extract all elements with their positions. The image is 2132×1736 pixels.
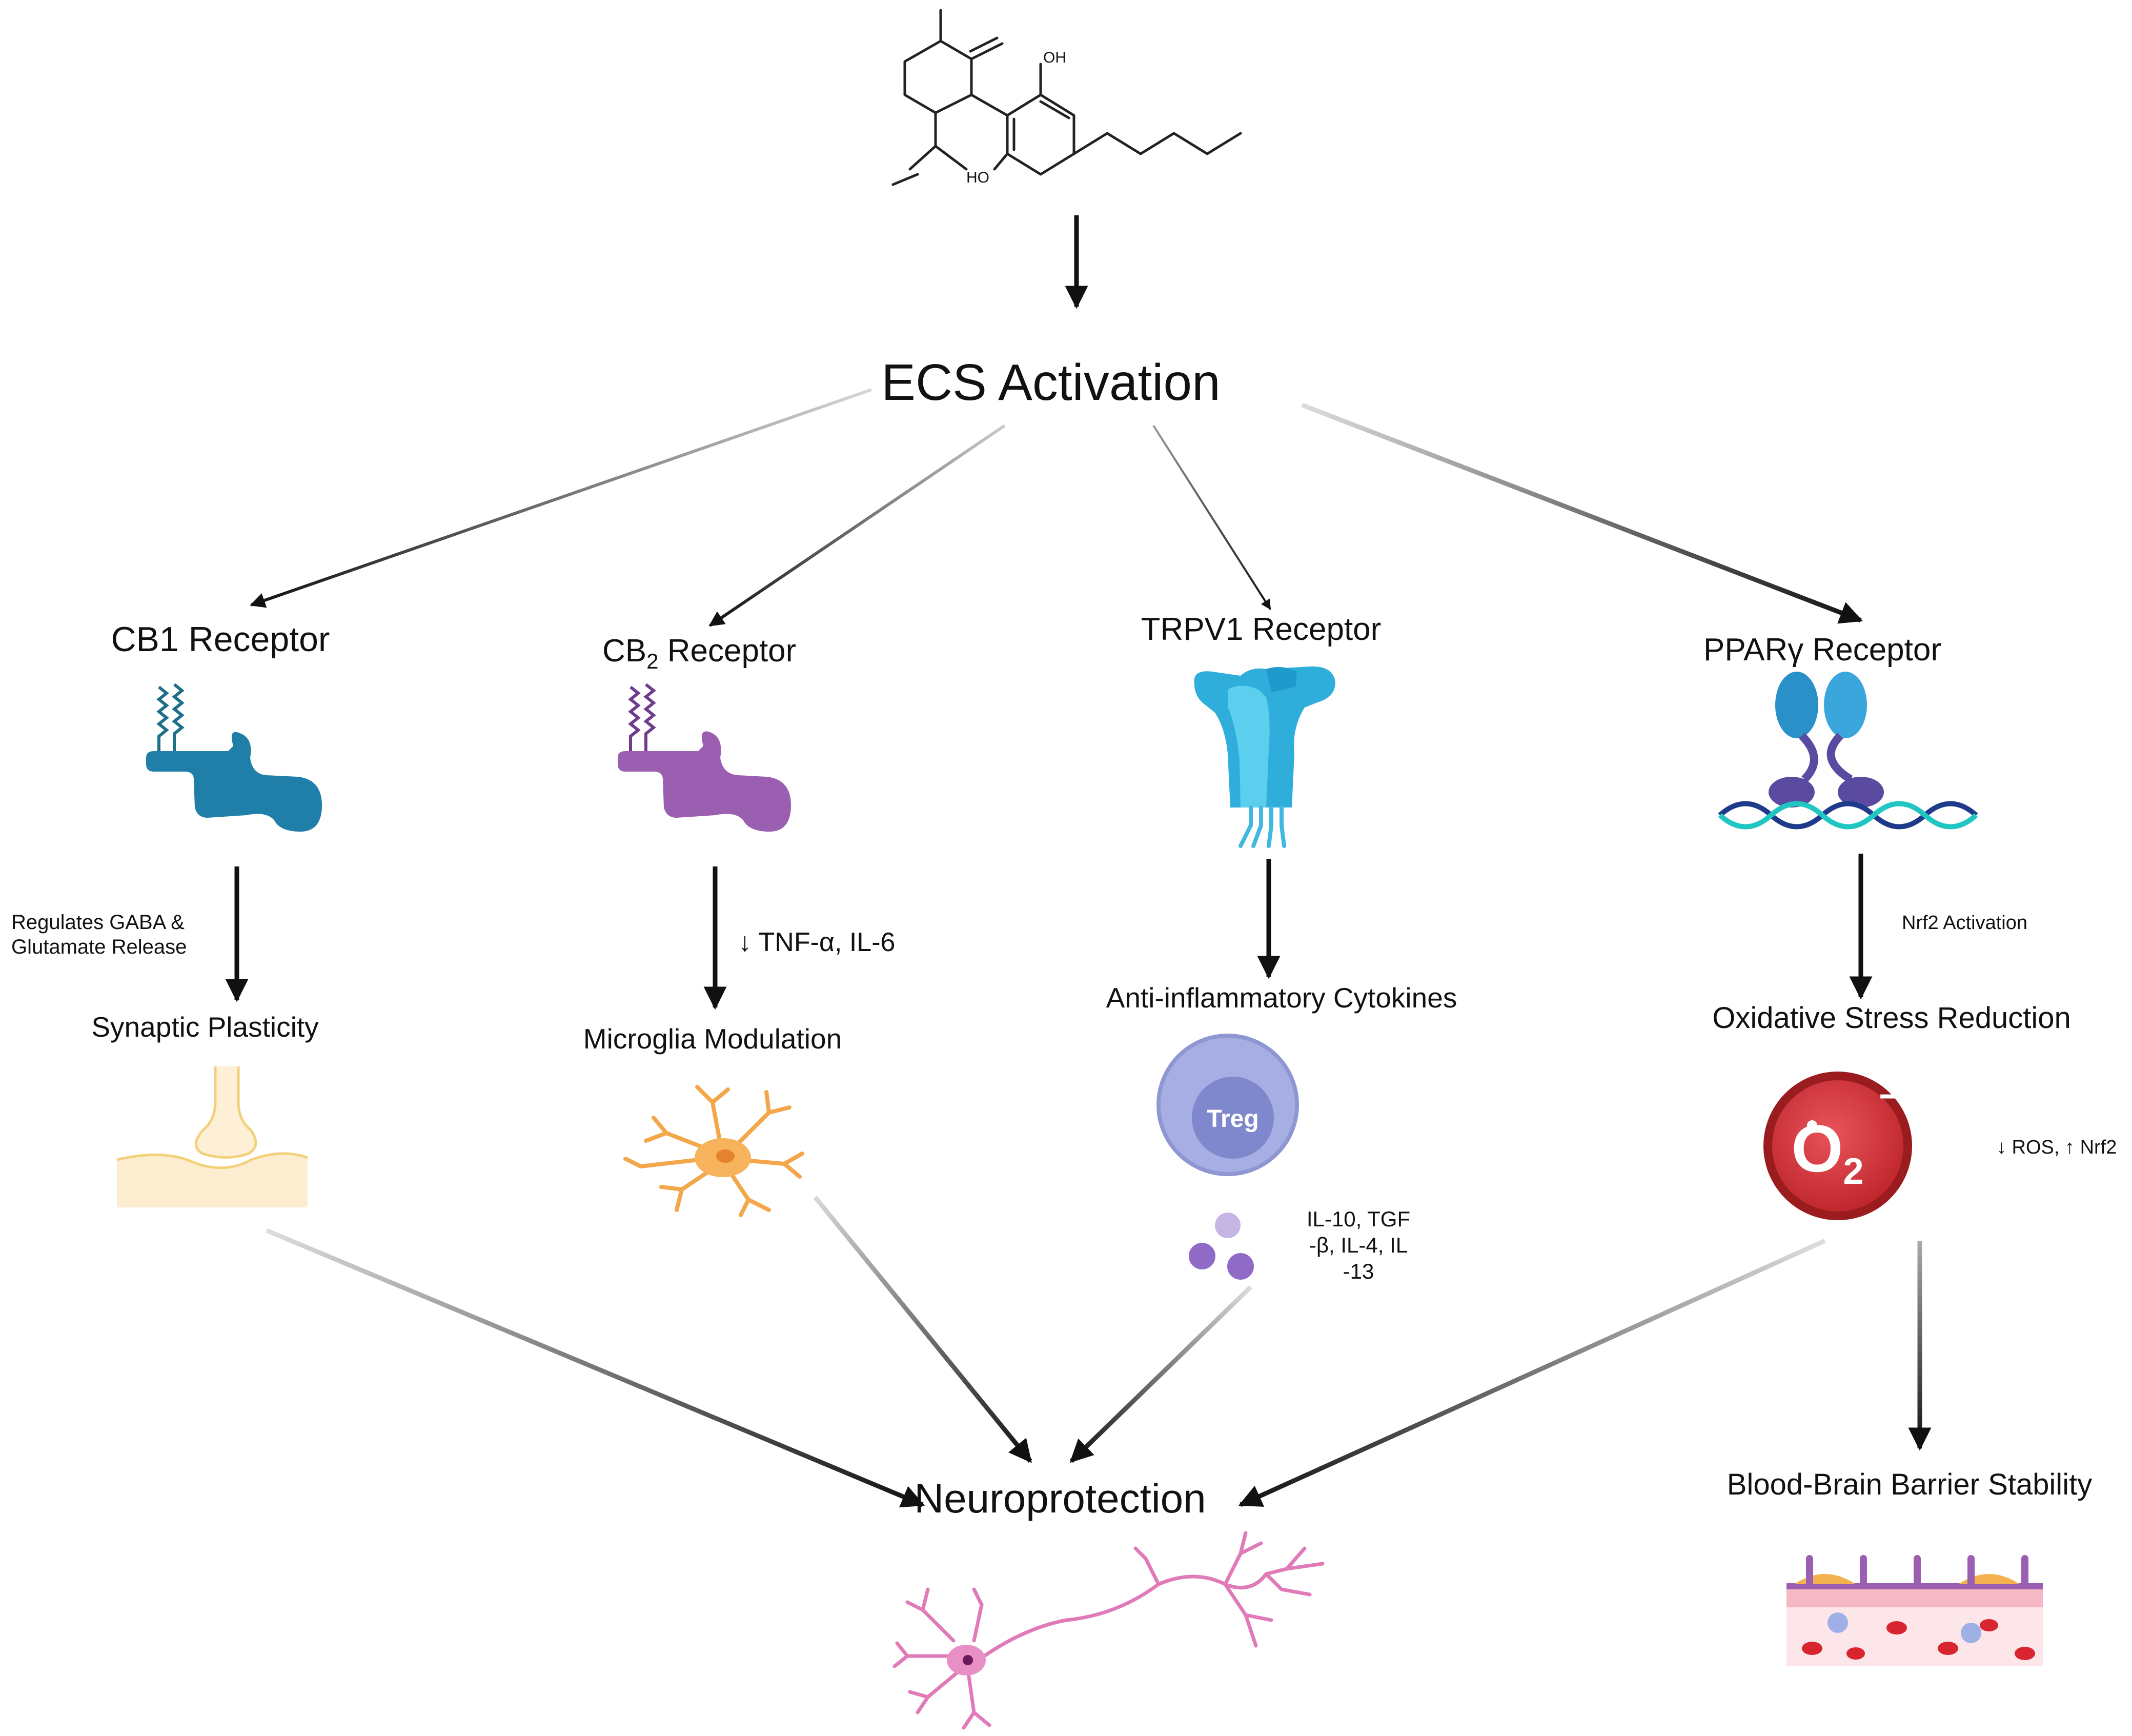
oxidative-stress-reduction-label: Oxidative Stress Reduction [1712, 1001, 2071, 1035]
blood-brain-barrier-icon [1786, 1555, 2043, 1666]
cytokine-dots-icon [1189, 1213, 1254, 1280]
trpv1-receptor-label: TRPV1 Receptor [1141, 612, 1382, 647]
o2-symbol: O2 [1791, 1111, 1863, 1192]
arrow-synaptic-to-neuroprotection [266, 1228, 925, 1508]
arrow-ecs-to-ppar [1301, 402, 1863, 624]
neuroprotection-label: Neuroprotection [914, 1476, 1206, 1521]
cb1-annotation-line2: Glutamate Release [11, 936, 187, 958]
ecs-activation-title: ECS Activation [881, 354, 1220, 411]
arrow-ecs-to-trpv1 [1152, 425, 1271, 610]
anti-inflammatory-cytokines-label: Anti-inflammatory Cytokines [1106, 982, 1457, 1014]
cb1-annotation-line1: Regulates GABA & [11, 911, 185, 934]
cb2-receptor-label: CB2 Receptor [602, 633, 796, 673]
arrow-microglia-to-neuroprotection [813, 1196, 1032, 1463]
arrow-ecs-to-cb2 [708, 424, 1006, 627]
ppar-annotation: Nrf2 Activation [1902, 912, 2027, 934]
treg-cell-icon: Treg [1156, 1034, 1299, 1176]
cytokines-annotation-line2: -β, IL-4, IL [1309, 1233, 1408, 1257]
synapse-icon [116, 1066, 308, 1207]
ros-annotation: ↓ ROS, ↑ Nrf2 [1997, 1137, 2117, 1158]
cbd-molecule-icon [891, 9, 1242, 186]
trpv1-channel-icon [1194, 666, 1335, 848]
cb2-annotation: ↓ TNF-α, IL-6 [738, 927, 895, 957]
cb1-receptor-label: CB1 Receptor [111, 620, 330, 659]
microglia-icon [623, 1085, 804, 1217]
arrow-cytokines-to-neuroprotection [1069, 1285, 1253, 1463]
oh-bottom-label: HO [966, 169, 989, 186]
superoxide-icon: O2 – [1763, 1071, 1912, 1220]
arrow-ecs-to-cb1 [250, 388, 872, 608]
synaptic-plasticity-label: Synaptic Plasticity [91, 1011, 319, 1043]
arrow-oxidative-to-neuroprotection [1238, 1238, 1826, 1507]
treg-label: Treg [1207, 1105, 1258, 1133]
cytokines-annotation-line3: -13 [1343, 1259, 1374, 1283]
ppar-dna-complex-icon [1718, 672, 1978, 830]
neuron-icon [892, 1531, 1325, 1730]
bbb-stability-label: Blood-Brain Barrier Stability [1727, 1468, 2092, 1501]
cb2-receptor-icon [618, 683, 791, 832]
o2-charge: – [1879, 1071, 1902, 1116]
cb1-receptor-icon [146, 683, 322, 832]
microglia-modulation-label: Microglia Modulation [583, 1023, 842, 1055]
cytokines-annotation-line1: IL-10, TGF [1307, 1207, 1410, 1231]
oh-top-label: OH [1043, 49, 1066, 66]
ppar-receptor-label: PPARγ Receptor [1703, 632, 1941, 668]
